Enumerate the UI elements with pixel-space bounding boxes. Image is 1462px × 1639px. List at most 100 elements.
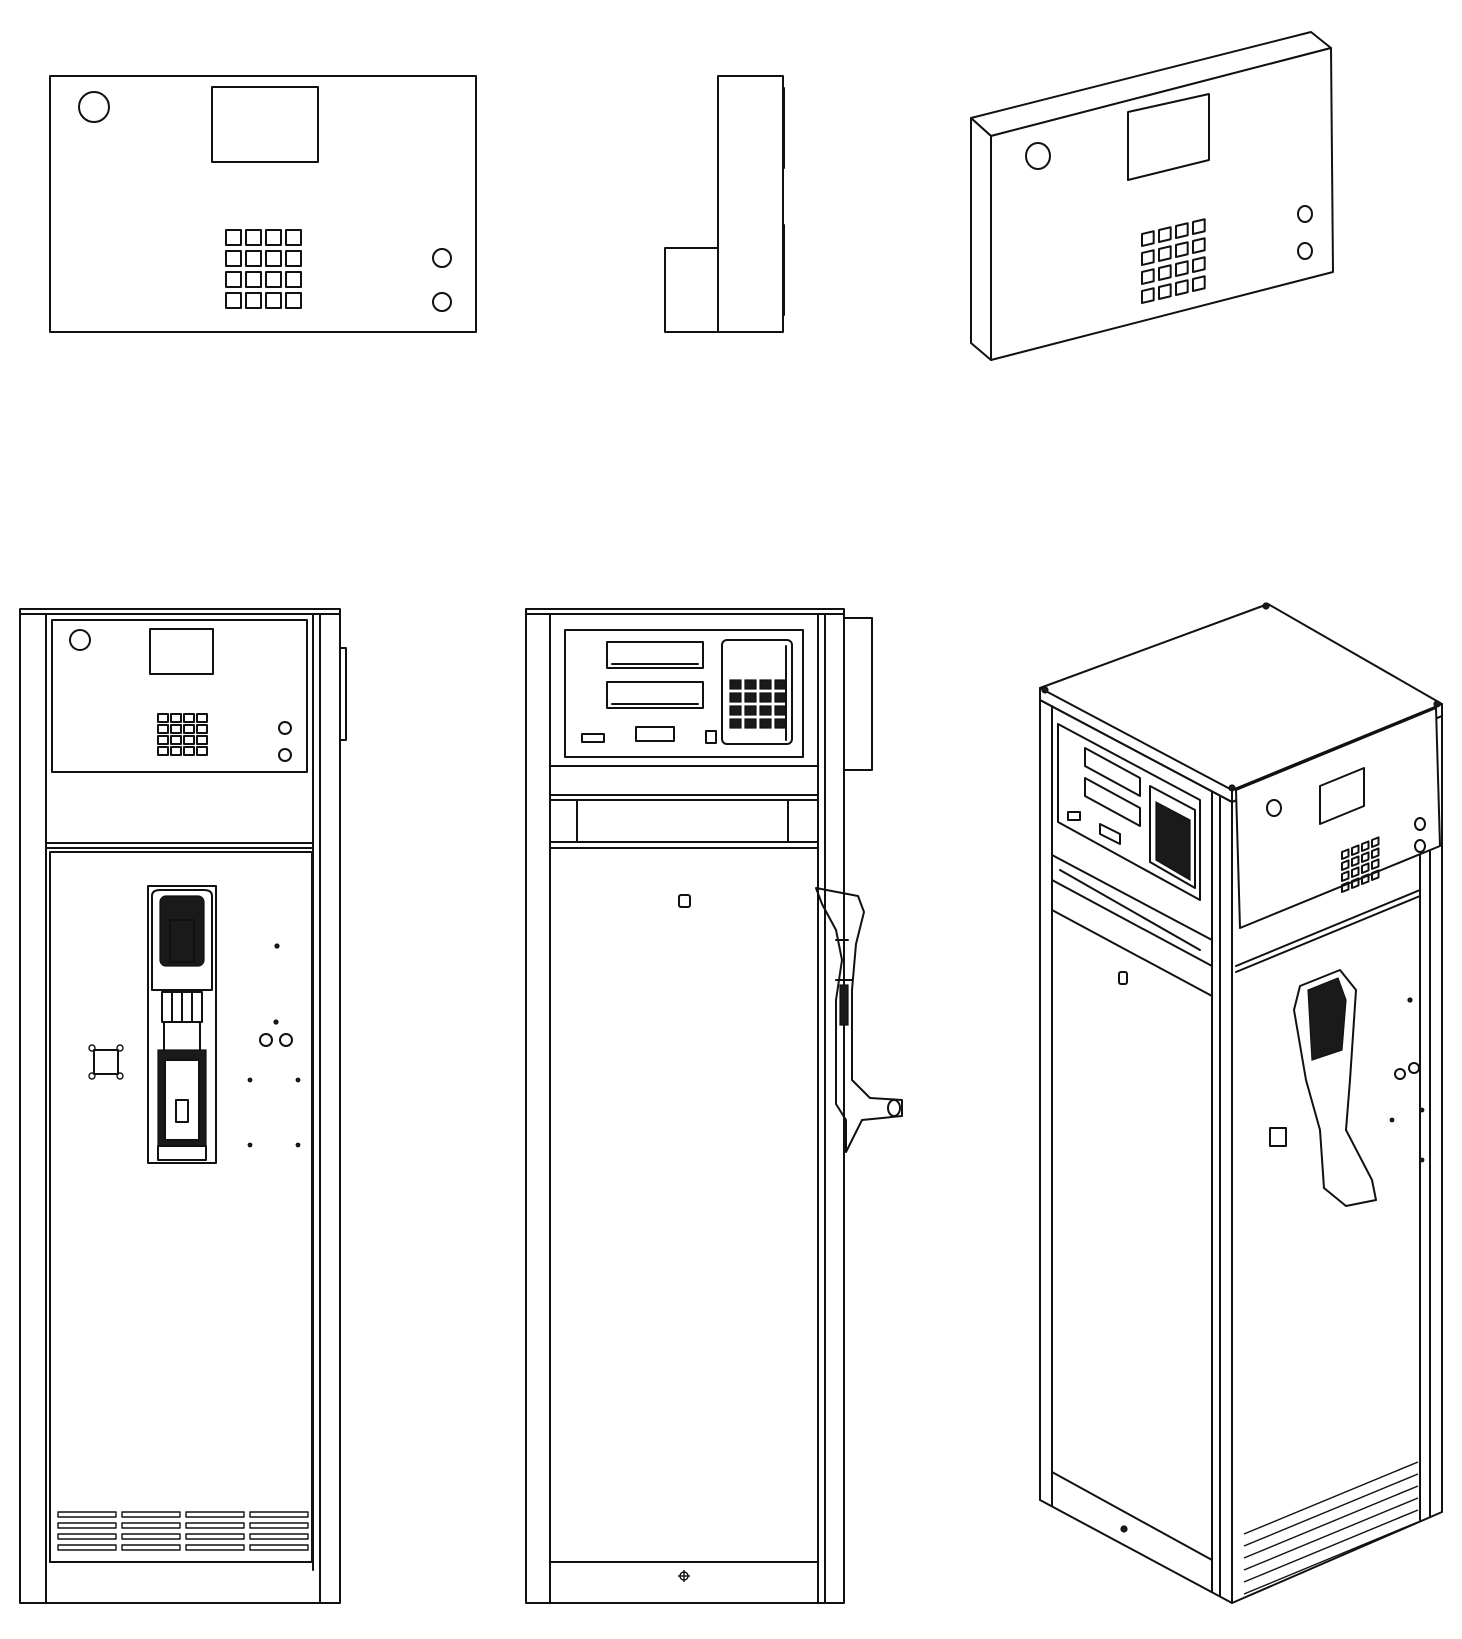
key [1361,851,1370,863]
key [1141,268,1155,285]
key [1158,226,1172,243]
key [225,250,242,267]
key [183,746,195,756]
iso-terminal-keypad [1341,836,1380,893]
hole-pair-right [279,1033,293,1047]
panel-side-mount [664,247,719,333]
key [245,292,262,309]
key [245,229,262,246]
key [744,679,757,690]
keypad [157,713,208,756]
hole [274,943,280,949]
hole [247,1142,253,1148]
key [285,292,302,309]
key [1175,222,1189,239]
side-terminal-protrusion [843,617,873,771]
iso-pin-pad-keys [1155,801,1191,882]
louver-slot [57,1544,117,1551]
mount-bolt-3 [88,1072,96,1080]
iso-bezel-line-3 [1051,909,1213,997]
iso-panel-slot [1099,823,1121,845]
key [1141,249,1155,266]
nozzle-head [151,889,213,991]
louver-slot [57,1511,117,1518]
terminal-panel [51,619,308,773]
iso-terminal-display [1319,767,1365,825]
key [759,718,772,729]
key [265,292,282,309]
key [1192,218,1206,235]
iso-display-panel [1057,723,1201,901]
iso-bezel-line-1 [1051,854,1213,941]
louver-slot [57,1533,117,1540]
key [265,271,282,288]
pin-pad [721,639,793,745]
key [1351,877,1360,889]
iso-vent-louvers [1243,1461,1419,1595]
louver-slot [121,1522,181,1529]
key [1351,844,1360,856]
iso-display-line-1 [1084,747,1141,797]
nozzle-trigger-guard [159,895,205,967]
iso-door-lock [1118,971,1128,985]
key [774,718,787,729]
iso-mount-square [1269,1127,1287,1147]
panel-label [581,733,605,743]
iso-card-reader-hole [1025,142,1051,170]
nozzle-profile [815,887,903,1153]
roof-bolt [1041,686,1049,694]
panel-side-body [717,75,784,333]
louver-slot [185,1544,245,1551]
panel-body [49,75,477,333]
key [1361,862,1370,874]
mount-bolt-4 [116,1072,124,1080]
iso-right-divider [1235,889,1421,967]
pin-pad-keys [729,679,787,729]
iso-panel-label [1067,811,1081,821]
key [774,705,787,716]
display-window [149,628,214,675]
key [1158,264,1172,281]
key [157,713,169,723]
key [265,250,282,267]
mount-square [93,1049,119,1075]
iso-louver-slot [1243,1473,1419,1547]
dispenser-front-view [19,608,347,1604]
iso-hole [1419,1107,1425,1113]
louver-slot [249,1511,309,1518]
nozzle-spout-window [169,919,195,963]
iso-bezel-line-2 [1051,879,1213,967]
key [744,692,757,703]
iso-kick-line [1051,1471,1213,1561]
side-terminal-edge [339,647,347,741]
key [265,229,282,246]
key [285,250,302,267]
button-lower [432,292,452,312]
mount-bolt-1 [88,1044,96,1052]
key [183,735,195,745]
button-lower [278,748,292,762]
key [245,250,262,267]
nozzle-profile-trigger [839,984,849,1026]
key [1175,260,1189,277]
iso-terminal-button-upper [1414,817,1426,831]
louver-slot [249,1533,309,1540]
key [729,718,742,729]
key [1341,859,1350,871]
louver-slot [185,1511,245,1518]
iso-hole [1407,997,1413,1003]
key [774,692,787,703]
iso-bezel-slot [1059,869,1201,951]
key [225,271,242,288]
iso-hole-pair-left [1394,1068,1406,1080]
iso-hole [1419,1157,1425,1163]
iso-hole [1389,1117,1395,1123]
key [1351,866,1360,878]
key [196,746,208,756]
vent-louvers [57,1511,309,1551]
iso-nozzle [1293,969,1377,1207]
card-reader-hole [78,91,110,123]
key [744,718,757,729]
hole-pair-left [259,1033,273,1047]
key [1158,245,1172,262]
